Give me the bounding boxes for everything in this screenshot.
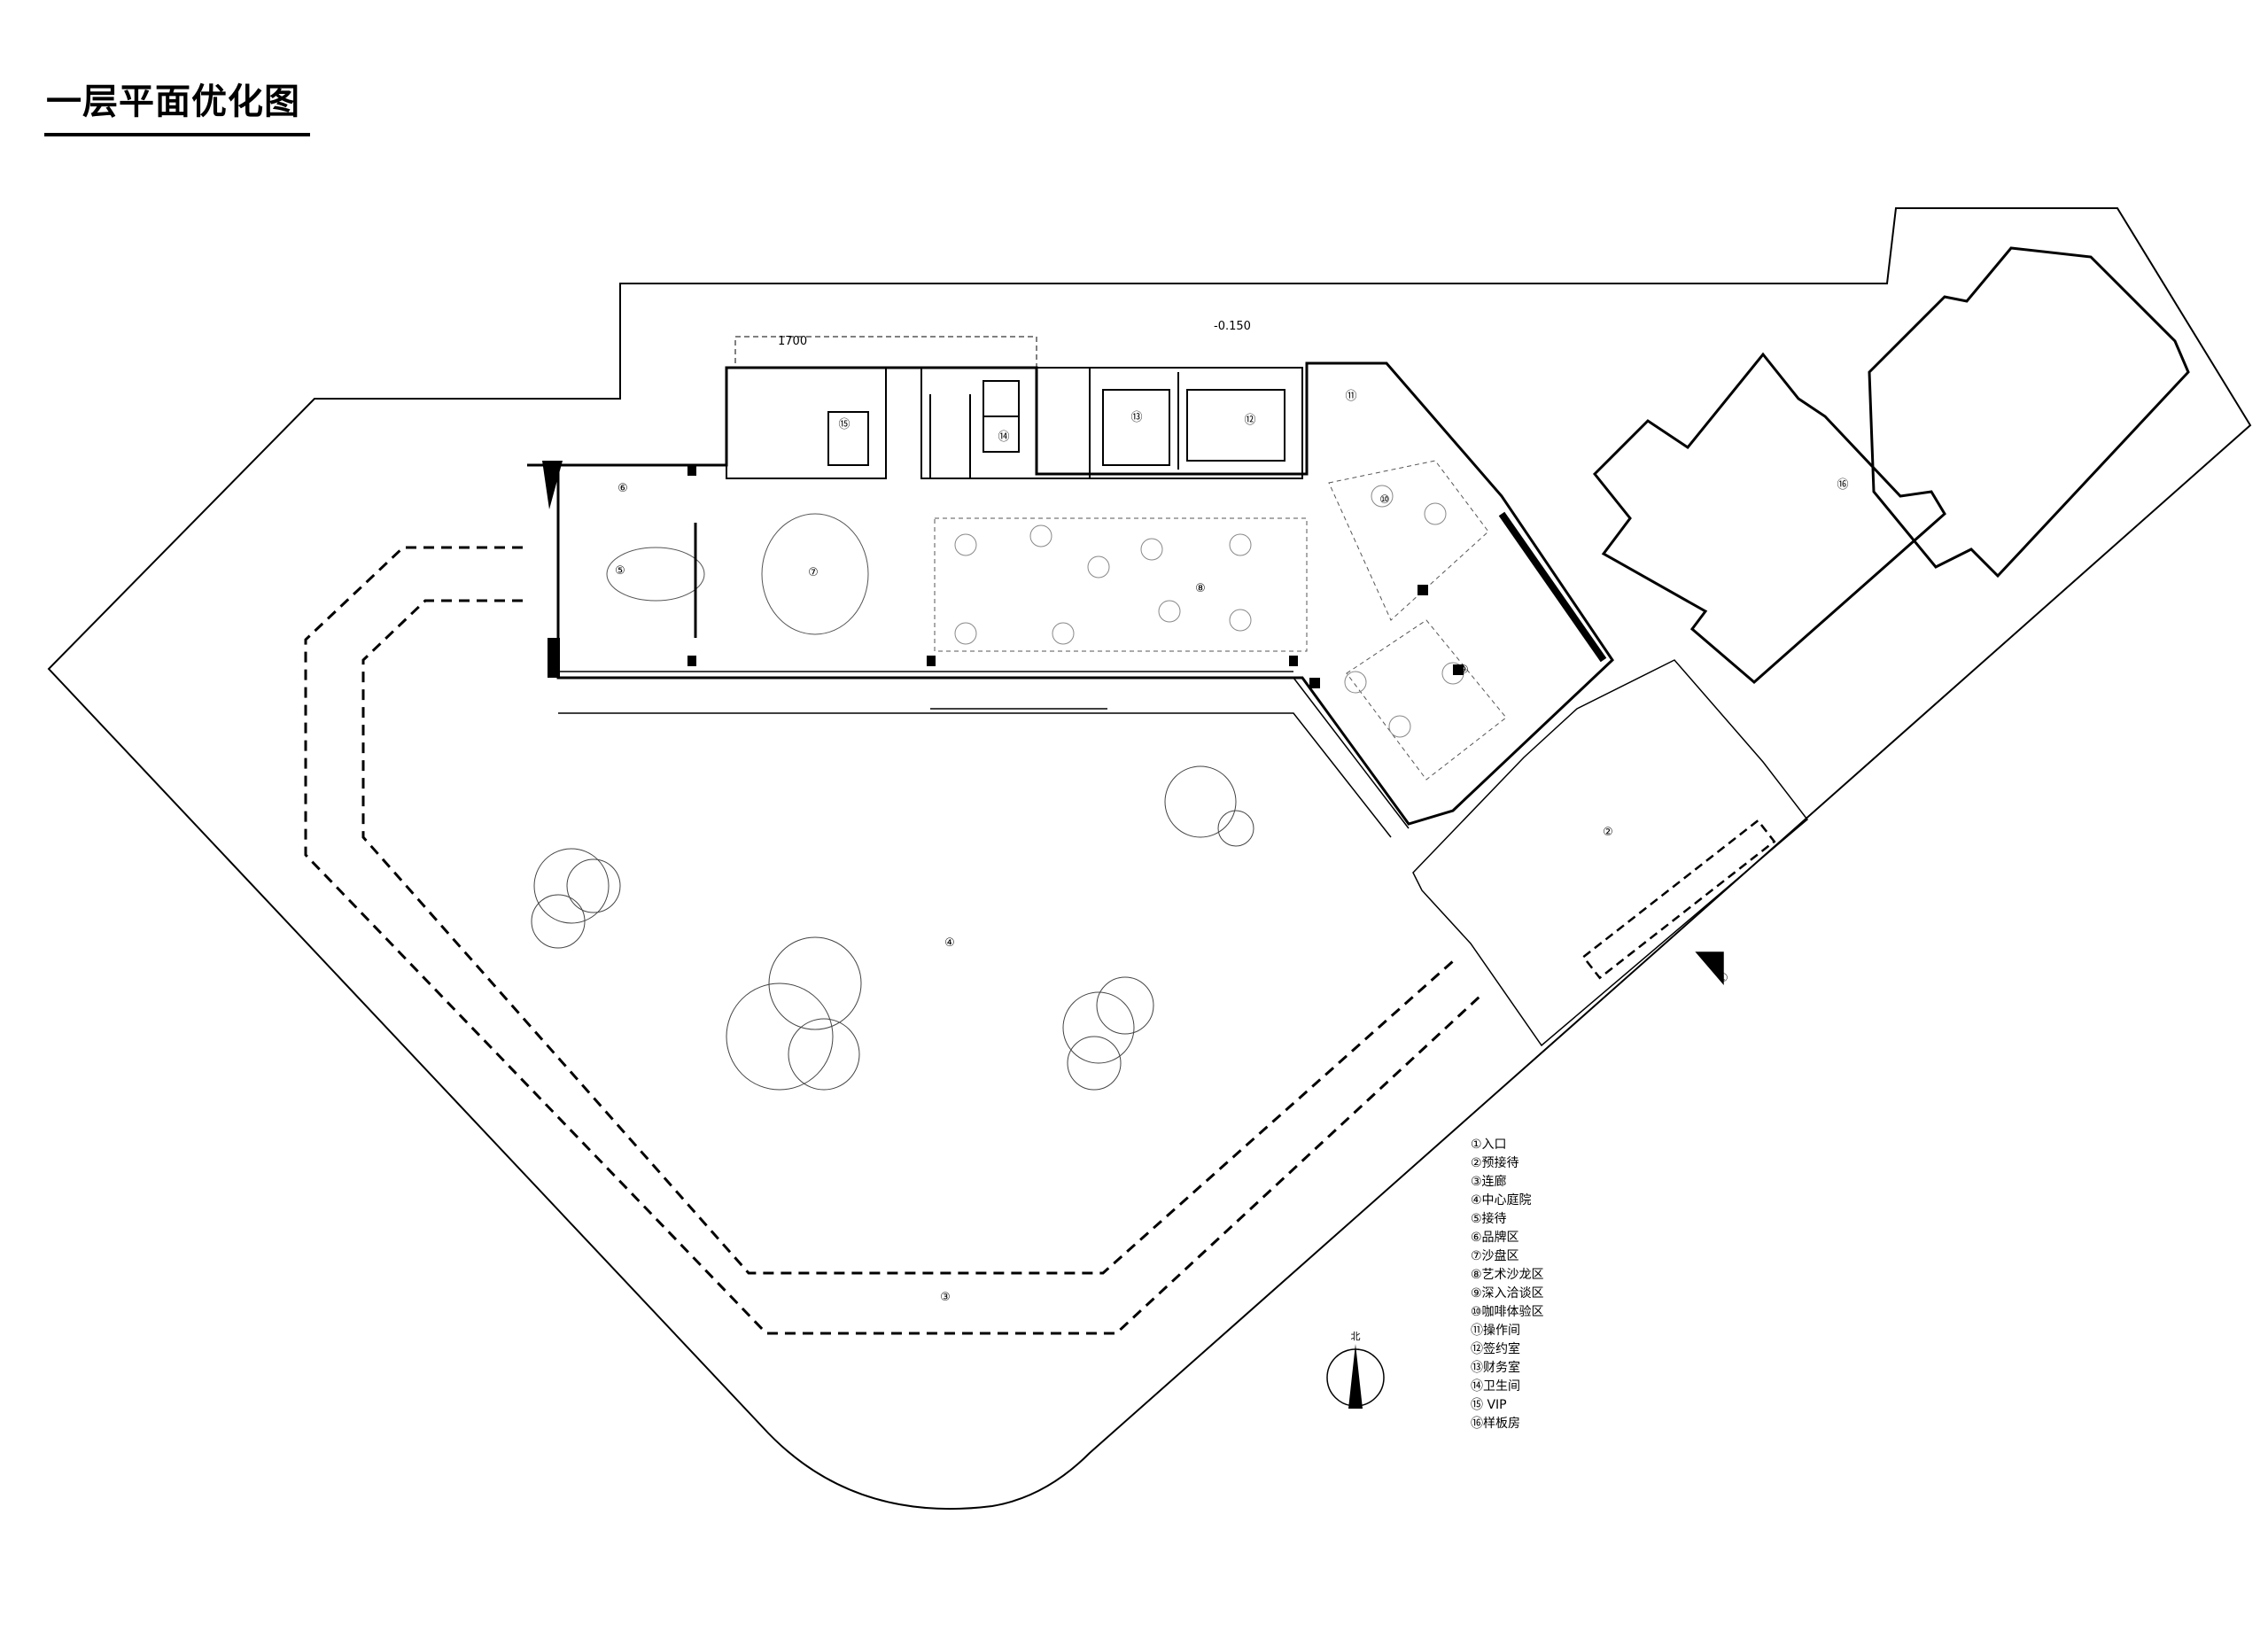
marker-courtyard: ④ [944,936,955,950]
marker-reception: ⑤ [615,564,625,578]
legend-item: ⑭卫生间 [1471,1379,1520,1394]
elevation-label: -0.150 [1214,320,1251,333]
marker-signing: ⑫ [1244,414,1255,427]
legend-item: ⑬财务室 [1471,1361,1520,1375]
legend-item: ①入口 [1471,1138,1507,1152]
structural-columns [542,461,1464,688]
service-rooms [726,336,1303,479]
trees [531,765,1254,1091]
site-boundary [47,207,2252,1511]
marker-pre-reception: ② [1603,826,1613,839]
marker-coffee: ⑩ [1379,493,1390,507]
legend-item: ⑮ VIP [1471,1398,1507,1412]
marker-operation: ⑪ [1345,390,1356,403]
drawing-title: 一层平面优化图 [46,82,300,122]
marker-corridor: ③ [940,1291,951,1304]
legend-item: ⑤接待 [1471,1212,1507,1226]
marker-sand-table: ⑦ [808,566,819,579]
legend-item: ②预接待 [1471,1156,1519,1170]
north-arrow: 北 [1326,1331,1385,1409]
legend-item: ⑦沙盘区 [1471,1249,1519,1263]
marker-model-house: ⑯ [1837,478,1848,492]
legend-item: ④中心庭院 [1471,1193,1532,1208]
marker-art-salon: ⑧ [1195,582,1206,595]
legend: ①入口 ②预接待 ③连廊 ④中心庭院 ⑤接待 ⑥品牌区 ⑦沙盘区 ⑧艺术沙龙区 ⑨深入洽谈区 ⑩咖… [1471,1136,1544,1433]
north-label: 北 [1351,1331,1361,1342]
interior-zones [606,460,1507,781]
marker-vip: ⑮ [838,418,850,431]
pre-reception-pavilion [1412,659,1809,1047]
legend-item: ⑩咖啡体验区 [1471,1305,1544,1319]
legend-item: ⑨深入洽谈区 [1471,1286,1544,1301]
room-markers: ① ② ③ ④ ⑤ ⑥ ⑦ ⑧ ⑨ ⑩ ⑪ ⑫ ⑬ ⑭ ⑮ ⑯ [615,390,1848,1304]
marker-negotiation: ⑨ [1458,664,1469,677]
model-houses [1592,246,2190,684]
dimension-label: 1700 [778,335,807,348]
legend-item: ③连廊 [1471,1175,1507,1189]
legend-item: ⑯样板房 [1471,1417,1520,1431]
marker-finance: ⑬ [1130,411,1142,424]
marker-toilet: ⑭ [998,431,1009,444]
legend-item: ⑫签约室 [1471,1342,1520,1356]
marker-entrance: ① [1718,972,1728,985]
building-outline [527,361,1614,838]
legend-item: ⑪操作间 [1471,1324,1520,1338]
legend-item: ⑧艺术沙龙区 [1471,1268,1544,1282]
title-underline [44,133,310,136]
legend-item: ⑥品牌区 [1471,1231,1519,1245]
marker-brand: ⑥ [617,482,628,495]
covered-corridor [304,546,1481,1335]
